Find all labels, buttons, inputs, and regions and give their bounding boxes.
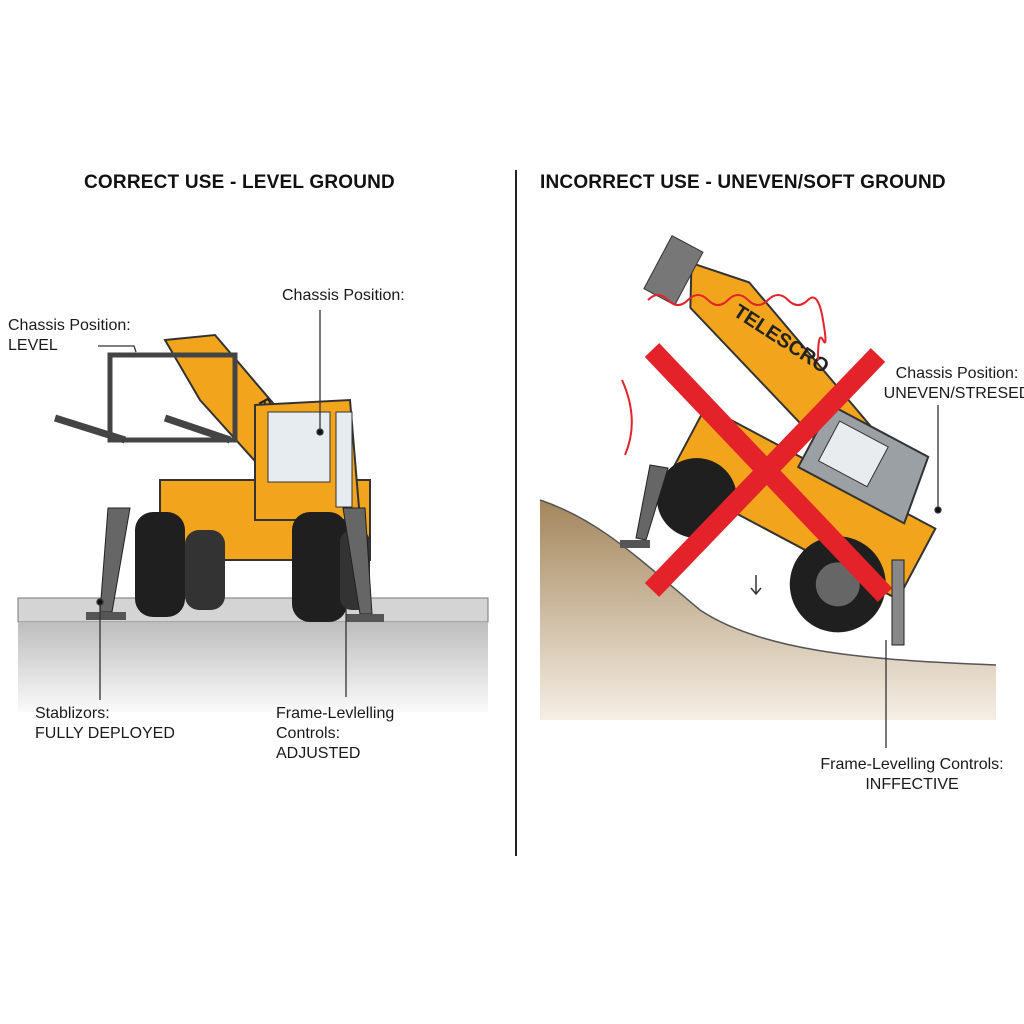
label-line: Controls: [276, 725, 341, 742]
label-line: Chassis Position: [8, 317, 131, 334]
leader-lines-left [96, 310, 347, 700]
chassis-position-label-top: Chassis Position: [282, 286, 405, 306]
label-line: Frame-Levlelling [276, 705, 395, 722]
left-panel-title: CORRECT USE - LEVEL GROUND [84, 172, 395, 193]
frame-levelling-label-left: Frame-Levlelling Controls: ADJUSTED [276, 704, 394, 764]
label-line: Stablizors: [35, 705, 110, 722]
label-line: Chassis Position: [895, 365, 1019, 382]
label-value: FULLY DEPLOYED [35, 725, 175, 742]
label-line: Frame-Levelling Controls: [820, 756, 1004, 773]
tilt-arrow-icon [621, 379, 633, 456]
label-value: ADJUSTED [276, 745, 361, 762]
label-value: UNEVEN/STRESED [883, 385, 1024, 402]
label-line: Chassis Position: [282, 287, 405, 304]
strain-wave-icon [647, 294, 827, 361]
label-value: LEVEL [8, 337, 58, 354]
chassis-position-label-right: Chassis Position: UNEVEN/STRESED [882, 364, 1024, 404]
prohibited-cross-icon [644, 343, 893, 602]
level-ground [17, 597, 489, 712]
right-panel-title: INCORRECT USE - UNEVEN/SOFT GROUND [540, 172, 946, 193]
stabilizers-label: Stablizors: FULLY DEPLOYED [35, 704, 175, 744]
telehandler-level: ESCRO [53, 333, 384, 622]
label-value: INFFECTIVE [865, 776, 959, 793]
chassis-position-label-left: Chassis Position: LEVEL [8, 316, 131, 356]
frame-levelling-label-right: Frame-Levelling Controls: INFFECTIVE [812, 755, 1012, 795]
soft-ground [539, 499, 997, 720]
leader-lines-right [885, 405, 942, 748]
sink-arrow-icon [750, 575, 762, 596]
stabilizers-tilted [620, 464, 905, 646]
